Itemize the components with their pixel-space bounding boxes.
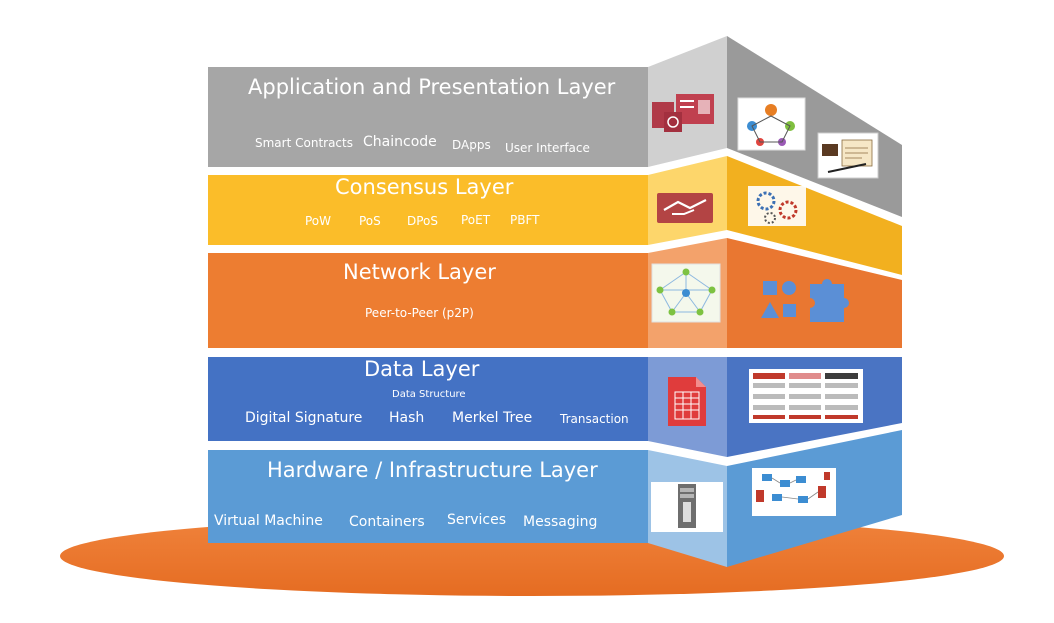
application-layer-title: Application and Presentation Layer — [248, 75, 616, 99]
network-item-p2p: Peer-to-Peer (p2P) — [365, 306, 474, 320]
application-item-smart-contracts: Smart Contracts — [255, 136, 353, 150]
consensus-item-pow: PoW — [305, 214, 332, 228]
data-layer-subtitle: Data Structure — [392, 389, 466, 400]
consensus-layer-title: Consensus Layer — [335, 175, 514, 199]
consensus-layer — [208, 156, 902, 275]
people-network-icon — [737, 97, 806, 151]
consensus-item-pbft: PBFT — [510, 213, 540, 227]
block-table-icon — [749, 369, 863, 423]
application-item-user-interface: User Interface — [505, 141, 590, 155]
handshake-icon — [657, 193, 713, 223]
hardware-item-messaging: Messaging — [523, 514, 598, 530]
blocks-icon — [652, 94, 714, 132]
shapes-puzzle-icon — [761, 279, 849, 322]
money-gears-icon — [748, 186, 806, 226]
data-item-merkel-tree: Merkel Tree — [452, 410, 533, 426]
hardware-item-services: Services — [447, 512, 507, 528]
network-layer — [208, 238, 902, 348]
hardware-layer — [208, 430, 902, 567]
server-tower-icon — [651, 482, 723, 532]
peer-network-icon — [651, 263, 721, 323]
data-item-digital-signature: Digital Signature — [245, 410, 363, 426]
contract-signing-icon — [817, 132, 879, 179]
data-layer-title: Data Layer — [364, 357, 480, 381]
hardware-layer-title: Hardware / Infrastructure Layer — [267, 458, 598, 482]
application-layer — [208, 36, 902, 217]
application-item-dapps: DApps — [452, 138, 491, 152]
data-item-hash: Hash — [389, 410, 425, 426]
infrastructure-diagram-icon — [752, 468, 836, 516]
consensus-item-pos: PoS — [359, 214, 381, 228]
consensus-item-dpos: DPoS — [407, 214, 439, 228]
network-layer-title: Network Layer — [343, 260, 496, 284]
spreadsheet-icon — [668, 377, 706, 426]
application-item-chaincode: Chaincode — [363, 134, 437, 150]
data-item-transaction: Transaction — [560, 412, 629, 426]
consensus-item-poet: PoET — [461, 213, 491, 227]
hardware-item-containers: Containers — [349, 514, 425, 530]
hardware-item-virtual-machine: Virtual Machine — [214, 513, 323, 529]
